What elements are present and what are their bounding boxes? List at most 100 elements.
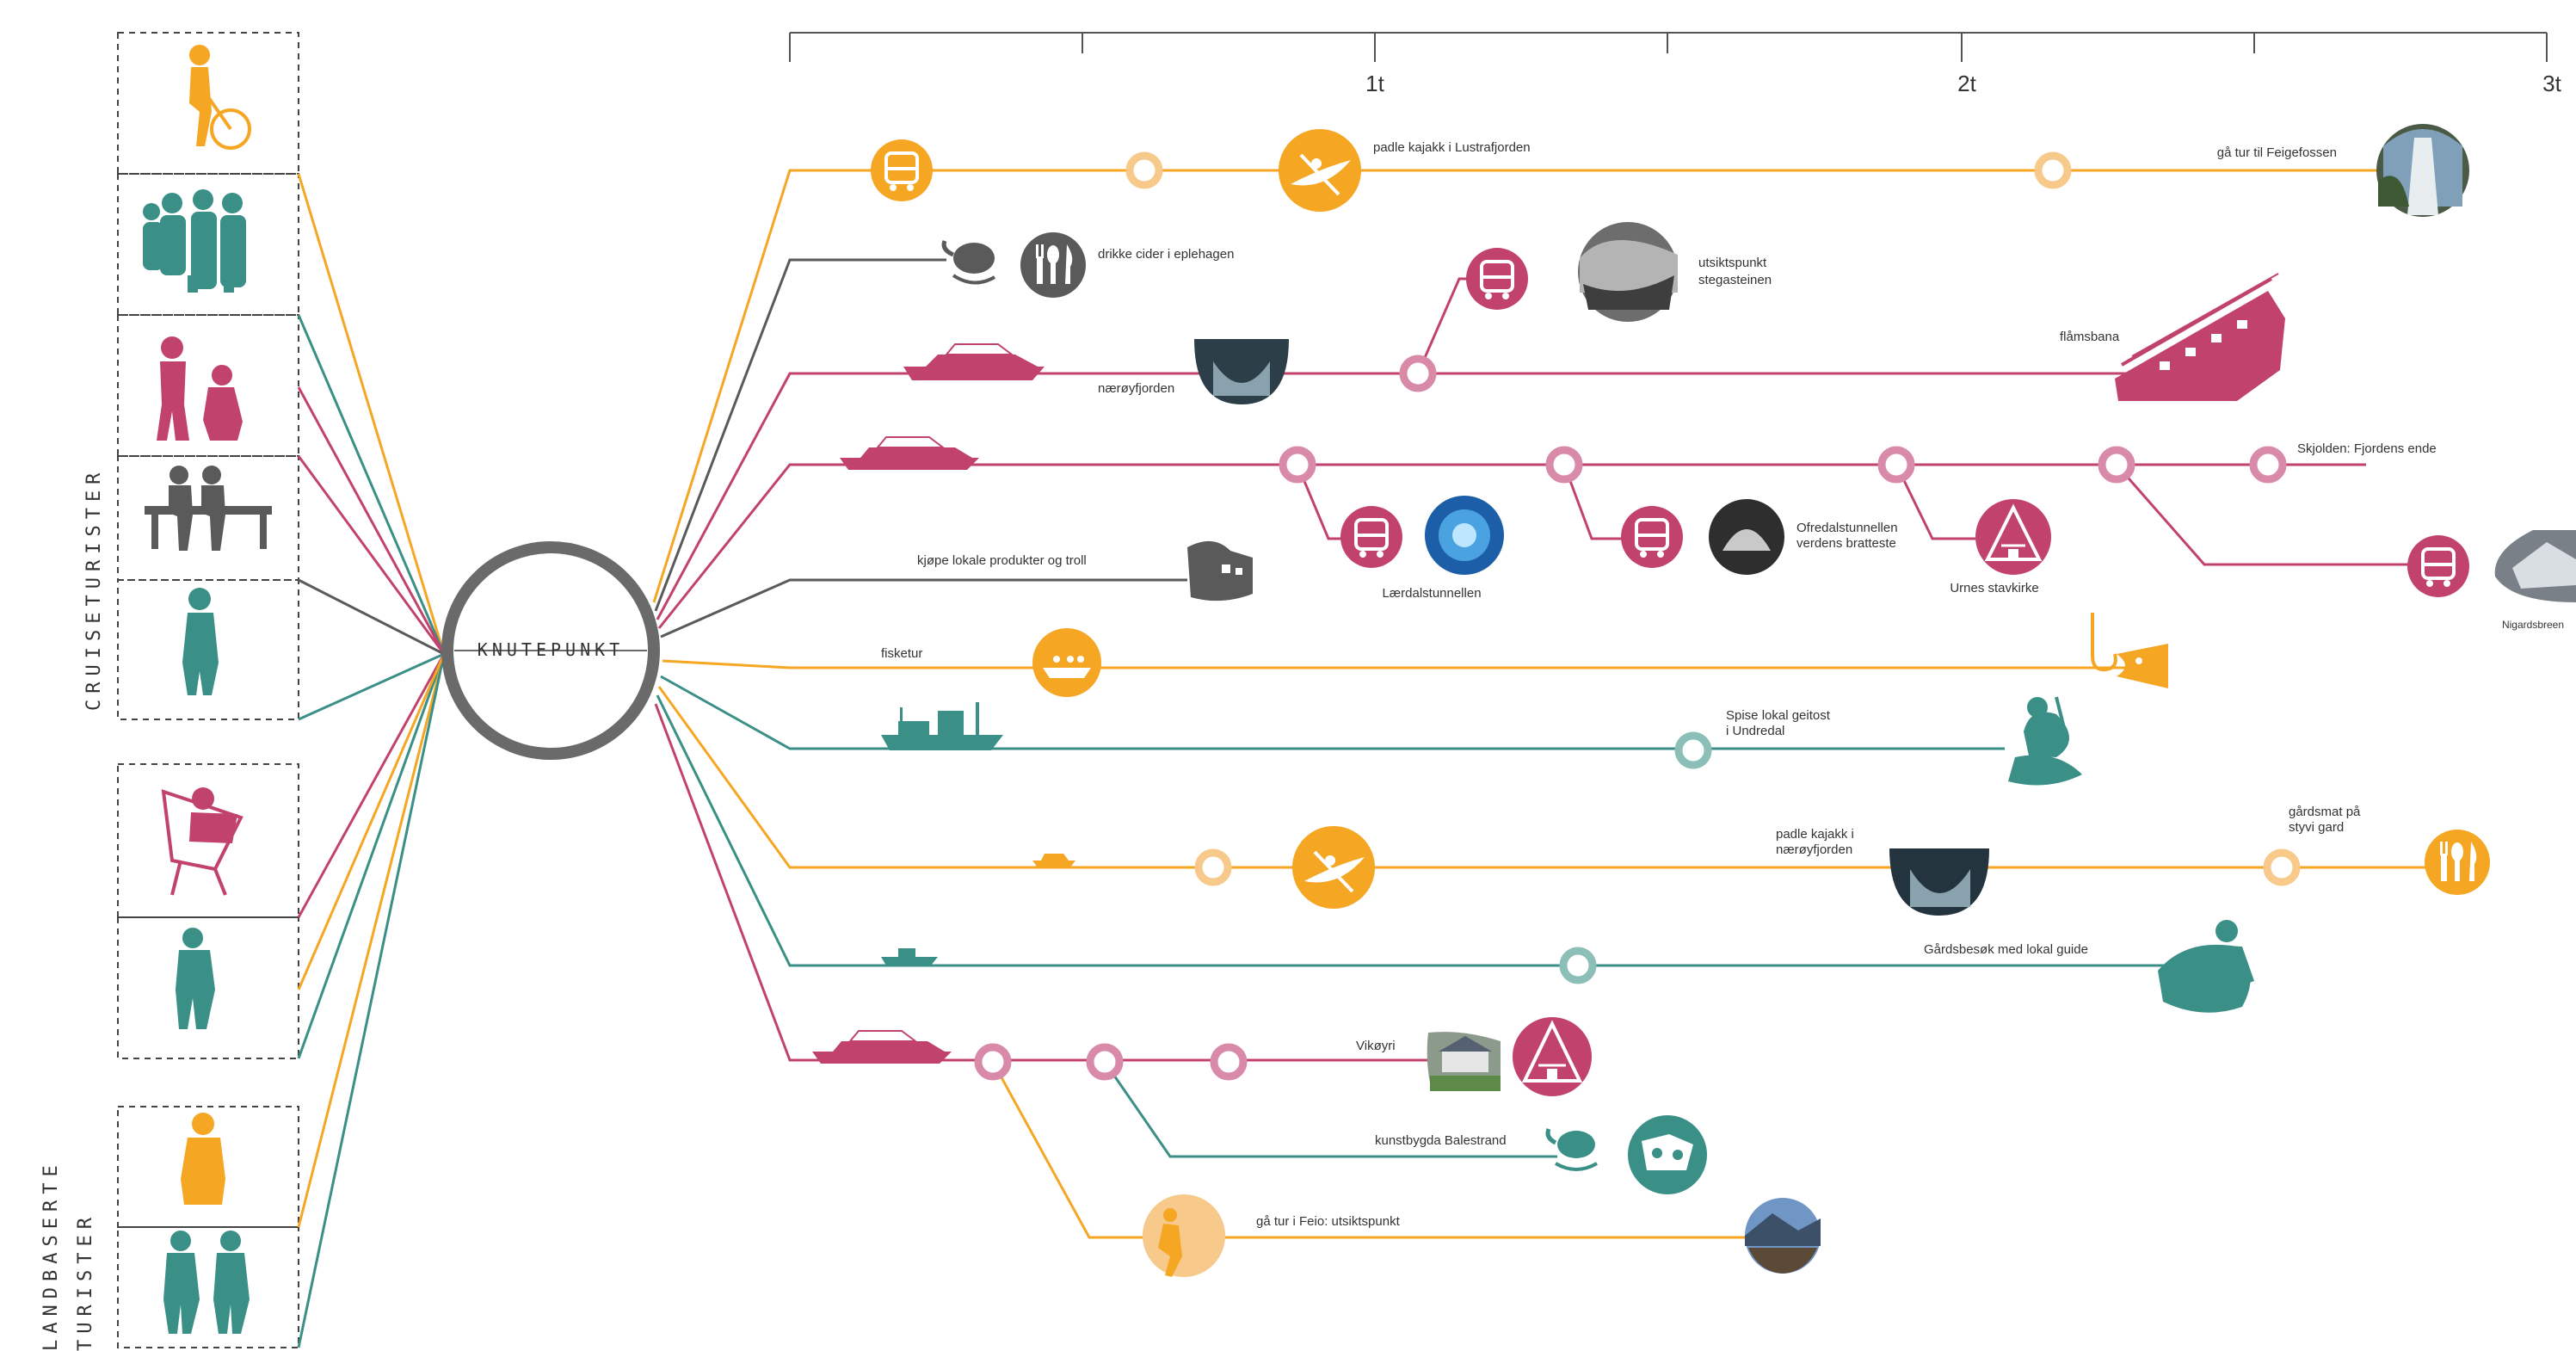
hub-label: KNUTEPUNKT: [478, 639, 624, 660]
label-naeroyfjorden: nærøyfjorden: [1098, 381, 1174, 396]
group-people-icon: [143, 189, 246, 293]
label-kayak-lustra: padle kajakk i Lustrafjorden: [1373, 140, 1531, 155]
cutlery-icon: [1020, 232, 1086, 298]
route-cider: drikke cider i eplehagen: [941, 232, 1234, 298]
glacier-photo-icon: [2494, 530, 2576, 602]
stop-marker: [1210, 1043, 1248, 1081]
art-photo-icon: [1628, 1115, 1707, 1194]
farmer-icon: [2158, 920, 2254, 1013]
stop-marker: [974, 1043, 1012, 1081]
label-feigefossen: gå tur til Feigefossen: [2217, 145, 2337, 160]
teapot-icon: [941, 240, 996, 285]
kayak-icon: [1292, 826, 1375, 909]
stop-marker: [1279, 446, 1316, 484]
label-gardsbesok: Gårdsbesøk med lokal guide: [1924, 942, 2088, 957]
fish-hook-icon: [2091, 613, 2168, 688]
route-geitost: Spise lokal geitost i Undredal: [878, 696, 2082, 786]
persona-connectors: [297, 173, 446, 1348]
cyclist-person-icon: [189, 45, 251, 150]
small-ship-icon: [1032, 854, 1075, 867]
label-kayak-naero-2: nærøyfjorden: [1776, 842, 1852, 857]
route-kayak-lustrafjorden: padle kajakk i Lustrafjorden gå tur til …: [871, 124, 2469, 217]
small-boat-icon: [881, 948, 938, 965]
label-urnes: Urnes stavkirke: [1950, 581, 2038, 595]
viewpoint-photo-icon: [1745, 1198, 1821, 1274]
route-vikoyri: Vikøyri kunstbygda Balestrand: [812, 1017, 1821, 1277]
village-photo-icon: [1427, 1032, 1501, 1091]
route-fisketur: fisketur: [881, 613, 2168, 697]
teapot-icon: [1545, 1128, 1599, 1171]
stop-marker: [1086, 1043, 1124, 1081]
label-ofredal-1: Ofredalstunnellen: [1796, 521, 1898, 535]
ofredal-photo-icon: [1709, 499, 1784, 575]
group-label-land-1: LANDBASERTE: [40, 1159, 62, 1351]
label-laerdal: Lærdalstunnellen: [1382, 586, 1481, 601]
ship-icon: [812, 1030, 952, 1064]
stop-marker: [1194, 848, 1232, 886]
train-icon: [2115, 273, 2285, 401]
stave-church-icon: [1975, 499, 2051, 575]
stop-marker: [1877, 446, 1915, 484]
route-naeroyfjorden: nærøyfjorden utsiktspunkt stegasteinen f…: [903, 222, 2285, 404]
bus-icon: [2407, 535, 2469, 597]
hiker-icon: [176, 928, 215, 1029]
route-gardsbesok: Gårdsbesøk med lokal guide: [878, 920, 2254, 1013]
label-kayak-naero-1: padle kajakk i: [1776, 827, 1854, 842]
label-lokale: kjøpe lokale produkter og troll: [917, 553, 1087, 568]
hiker-photo-icon: [1143, 1194, 1225, 1277]
label-flamsbana: flåmsbana: [2060, 330, 2120, 344]
seated-orange-person-icon: [181, 1113, 225, 1205]
label-balestrand: kunstbygda Balestrand: [1375, 1133, 1507, 1148]
time-scale: [789, 32, 2548, 62]
stop-marker: [1559, 947, 1597, 984]
stop-marker: [1674, 731, 1712, 769]
stegastein-photo-icon: [1578, 222, 1678, 322]
tick-1t: 1t: [1365, 71, 1384, 96]
route-lokale-produkter: kjøpe lokale produkter og troll: [917, 540, 1253, 601]
kayak-icon: [1279, 129, 1361, 212]
resting-person-icon: [161, 787, 243, 896]
stave-church-icon: [1513, 1017, 1592, 1096]
stop-marker: [2263, 848, 2301, 886]
label-skjolden: Skjolden: Fjordens ende: [2297, 441, 2437, 456]
shop-photo-icon: [1187, 540, 1253, 601]
stop-marker: [1125, 151, 1163, 189]
goat-cheese-icon: [2008, 696, 2082, 786]
bus-icon: [1340, 506, 1402, 568]
label-gardsmat-2: styvi gard: [2289, 820, 2344, 835]
bus-icon: [871, 139, 933, 201]
label-ofredal-2: verdens bratteste: [1796, 536, 1896, 551]
backpackers-icon: [163, 1231, 250, 1334]
group-label-land-2: TURISTER: [75, 1212, 96, 1351]
label-nigardsbreen: Nigardsbreen: [2502, 619, 2564, 631]
hub-connectors: [652, 169, 1187, 1062]
label-fisketur: fisketur: [881, 646, 922, 661]
tick-3t: 3t: [2542, 71, 2561, 96]
label-geitost-1: Spise lokal geitost: [1726, 708, 1831, 723]
route-kayak-naeroyfjorden: padle kajakk i nærøyfjorden gårdsmat på …: [1032, 805, 2490, 916]
bus-icon: [1466, 248, 1528, 310]
label-cider: drikke cider i eplehagen: [1098, 247, 1234, 262]
cutlery-icon: [2425, 830, 2490, 895]
standing-man-icon: [182, 588, 219, 695]
stop-marker: [2098, 446, 2135, 484]
label-utsikt-1: utsiktspunkt: [1698, 256, 1767, 270]
fjord-photo-icon: [1194, 339, 1289, 404]
group-label-cruise: CRUISETURISTER: [83, 467, 105, 711]
route-skjolden: Lærdalstunnellen Ofredalstunnellen verde…: [840, 436, 2576, 631]
stop-marker: [1545, 446, 1583, 484]
ship-icon: [903, 343, 1045, 380]
waterfall-photo-icon: [2376, 124, 2469, 217]
tunnel-photo-icon: [1425, 496, 1504, 575]
fjord-photo-icon: [1889, 848, 1989, 916]
knutepunkt-hub: KNUTEPUNKT: [441, 541, 660, 760]
tick-2t: 2t: [1957, 71, 1976, 96]
label-geitost-2: i Undredal: [1726, 724, 1784, 738]
rowboat-icon: [1032, 628, 1101, 697]
stop-marker: [1399, 355, 1437, 392]
bench-people-icon: [145, 466, 272, 551]
label-vikoyri: Vikøyri: [1356, 1039, 1396, 1053]
label-utsikt-2: stegasteinen: [1698, 273, 1772, 287]
bus-icon: [1621, 506, 1683, 568]
